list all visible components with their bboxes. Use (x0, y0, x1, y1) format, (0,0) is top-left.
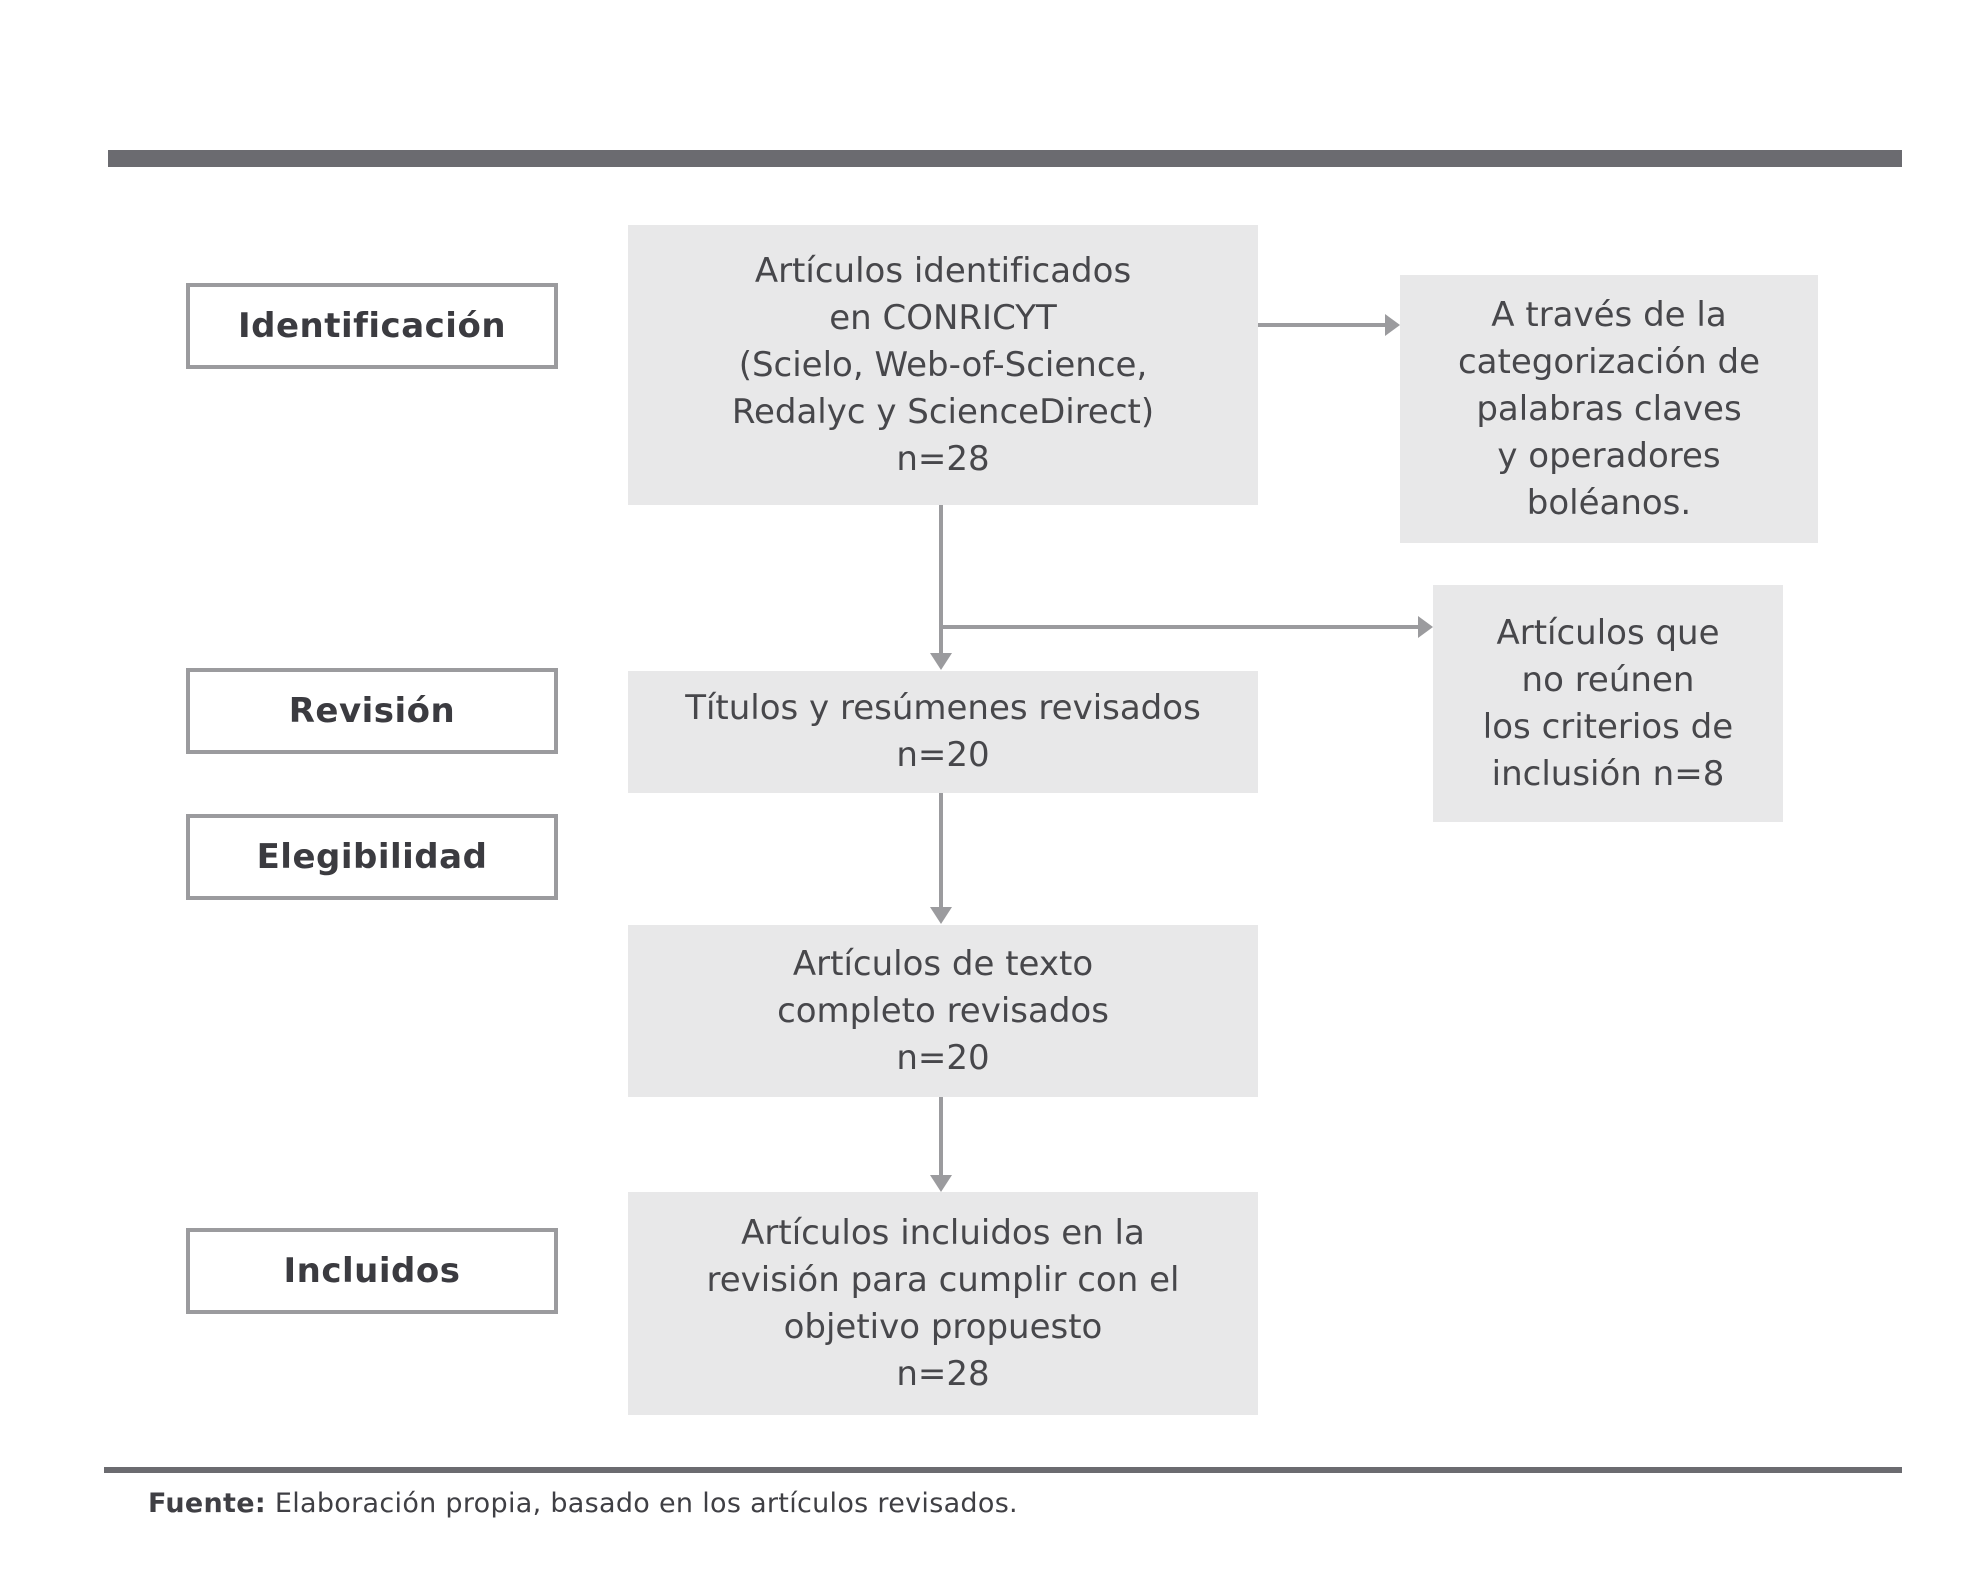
stage-box-incluidos: Incluidos (186, 1228, 558, 1314)
flow-box-identified-articles: Artículos identificados en CONRICYT (Sci… (628, 225, 1258, 505)
bottom-divider-bar (104, 1467, 1902, 1473)
side-box-keyword-categorization: A través de la categorización de palabra… (1400, 275, 1818, 543)
arrow-branch-to-excluded-head (1418, 616, 1433, 638)
source-note-label: Fuente: (148, 1488, 266, 1519)
stage-box-revision: Revisión (186, 668, 558, 754)
stage-label-revision: Revisión (288, 691, 456, 731)
side-box-excluded-articles: Artículos que no reúnen los criterios de… (1433, 585, 1783, 822)
flow-box-titles-abstracts-reviewed: Títulos y resúmenes revisados n=20 (628, 671, 1258, 793)
arrow-branch-to-excluded-line (939, 625, 1418, 629)
source-note-text: Elaboración propia, basado en los artícu… (265, 1488, 1018, 1519)
arrow-identified-to-titles-line (939, 505, 943, 654)
arrow-titles-to-fulltext-line (939, 793, 943, 908)
top-divider-bar (108, 150, 1902, 167)
arrow-titles-to-fulltext-head (930, 907, 952, 924)
stage-box-elegibilidad: Elegibilidad (186, 814, 558, 900)
arrow-identified-to-categorization-line (1258, 323, 1386, 327)
source-note: Fuente: Elaboración propia, basado en lo… (148, 1488, 1018, 1519)
flow-box-included-articles: Artículos incluidos en la revisión para … (628, 1192, 1258, 1415)
arrow-identified-to-categorization-head (1385, 314, 1400, 336)
arrow-fulltext-to-included-line (939, 1097, 943, 1176)
stage-box-identificacion: Identificación (186, 283, 558, 369)
stage-label-elegibilidad: Elegibilidad (256, 837, 488, 877)
arrow-fulltext-to-included-head (930, 1175, 952, 1192)
stage-label-incluidos: Incluidos (283, 1251, 461, 1291)
arrow-identified-to-titles-head (930, 653, 952, 670)
flow-box-fulltext-reviewed: Artículos de texto completo revisados n=… (628, 925, 1258, 1097)
stage-label-identificacion: Identificación (237, 306, 507, 346)
